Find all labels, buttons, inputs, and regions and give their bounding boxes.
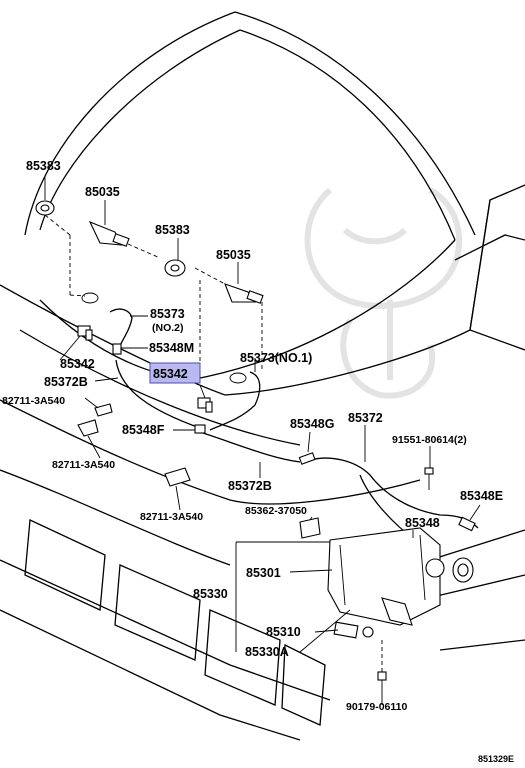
washer-tank-85330 xyxy=(327,527,474,626)
label-no2: (NO.2) xyxy=(152,322,184,334)
label-85342-left[interactable]: 85342 xyxy=(60,357,95,371)
label-85348[interactable]: 85348 xyxy=(405,516,440,530)
leader-lines xyxy=(44,176,481,705)
label-85348f[interactable]: 85348F xyxy=(122,423,165,437)
label-85373-no2[interactable]: 85373 xyxy=(150,307,185,321)
highlight-85342 xyxy=(149,362,201,384)
joint-85348e xyxy=(458,516,476,532)
label-85301[interactable]: 85301 xyxy=(246,566,281,580)
label-85383-a[interactable]: 85383 xyxy=(26,159,61,173)
label-85330[interactable]: 85330 xyxy=(193,587,228,601)
label-85348m[interactable]: 85348M xyxy=(149,341,194,355)
clamp-82711-b xyxy=(77,419,99,437)
label-85330a[interactable]: 85330A xyxy=(245,645,289,659)
diagram-id: 851329E xyxy=(478,754,514,764)
watermark-logo xyxy=(304,187,463,399)
label-85035-a[interactable]: 85035 xyxy=(85,185,120,199)
label-85348g[interactable]: 85348G xyxy=(290,417,334,431)
tank-bracket xyxy=(381,597,413,626)
nozzle-85035-left xyxy=(88,220,130,247)
hose-85372 xyxy=(309,457,479,529)
clamp-82711-c xyxy=(164,467,191,487)
label-85383-b[interactable]: 85383 xyxy=(155,223,190,237)
grommet-85383-center xyxy=(164,259,186,277)
label-82711-c[interactable]: 82711-3A540 xyxy=(140,511,203,523)
bracket-85362 xyxy=(299,517,321,539)
hose-85372b-upper xyxy=(115,359,201,429)
label-82711-a[interactable]: 82711-3A540 xyxy=(2,395,65,407)
screw-90179 xyxy=(377,671,387,700)
label-85342-highlighted[interactable]: 85342 xyxy=(153,367,188,381)
part-labels: 85383 85035 85383 85035 85373 (NO.2) 853… xyxy=(2,159,514,764)
label-85362[interactable]: 85362-37050 xyxy=(245,505,307,517)
label-85310[interactable]: 85310 xyxy=(266,625,301,639)
hose-85372b-lower xyxy=(199,431,301,463)
parts xyxy=(35,200,479,700)
joint-85348g xyxy=(298,452,316,465)
label-85373-no1[interactable]: 85373(NO.1) xyxy=(240,351,312,365)
hose-85373-no2 xyxy=(109,308,133,351)
label-85035-b[interactable]: 85035 xyxy=(216,248,251,262)
grommet-85383-left xyxy=(35,200,55,216)
label-85372[interactable]: 85372 xyxy=(348,411,383,425)
joint-85348f xyxy=(194,424,206,434)
label-91551[interactable]: 91551-80614(2) xyxy=(392,434,467,446)
label-85372b[interactable]: 85372B xyxy=(228,479,272,493)
hose-85373-no1 xyxy=(209,371,261,431)
vehicle-body-outline xyxy=(0,11,525,741)
label-82711-b[interactable]: 82711-3A540 xyxy=(52,459,115,471)
label-85372b-top[interactable]: 85372B xyxy=(44,375,88,389)
clip-85342-left xyxy=(77,325,93,341)
clamp-82711-a xyxy=(94,403,113,417)
nozzle-85035-right xyxy=(224,283,264,304)
glass-hole-right xyxy=(229,372,247,384)
label-90179[interactable]: 90179-06110 xyxy=(346,701,407,713)
washer-pump-85310 xyxy=(333,621,374,639)
label-85348e[interactable]: 85348E xyxy=(460,489,503,503)
joint-85348m xyxy=(112,343,122,355)
glass-hole-left xyxy=(81,292,99,304)
bolt-91551 xyxy=(424,467,434,490)
clip-85342-center xyxy=(197,397,213,413)
